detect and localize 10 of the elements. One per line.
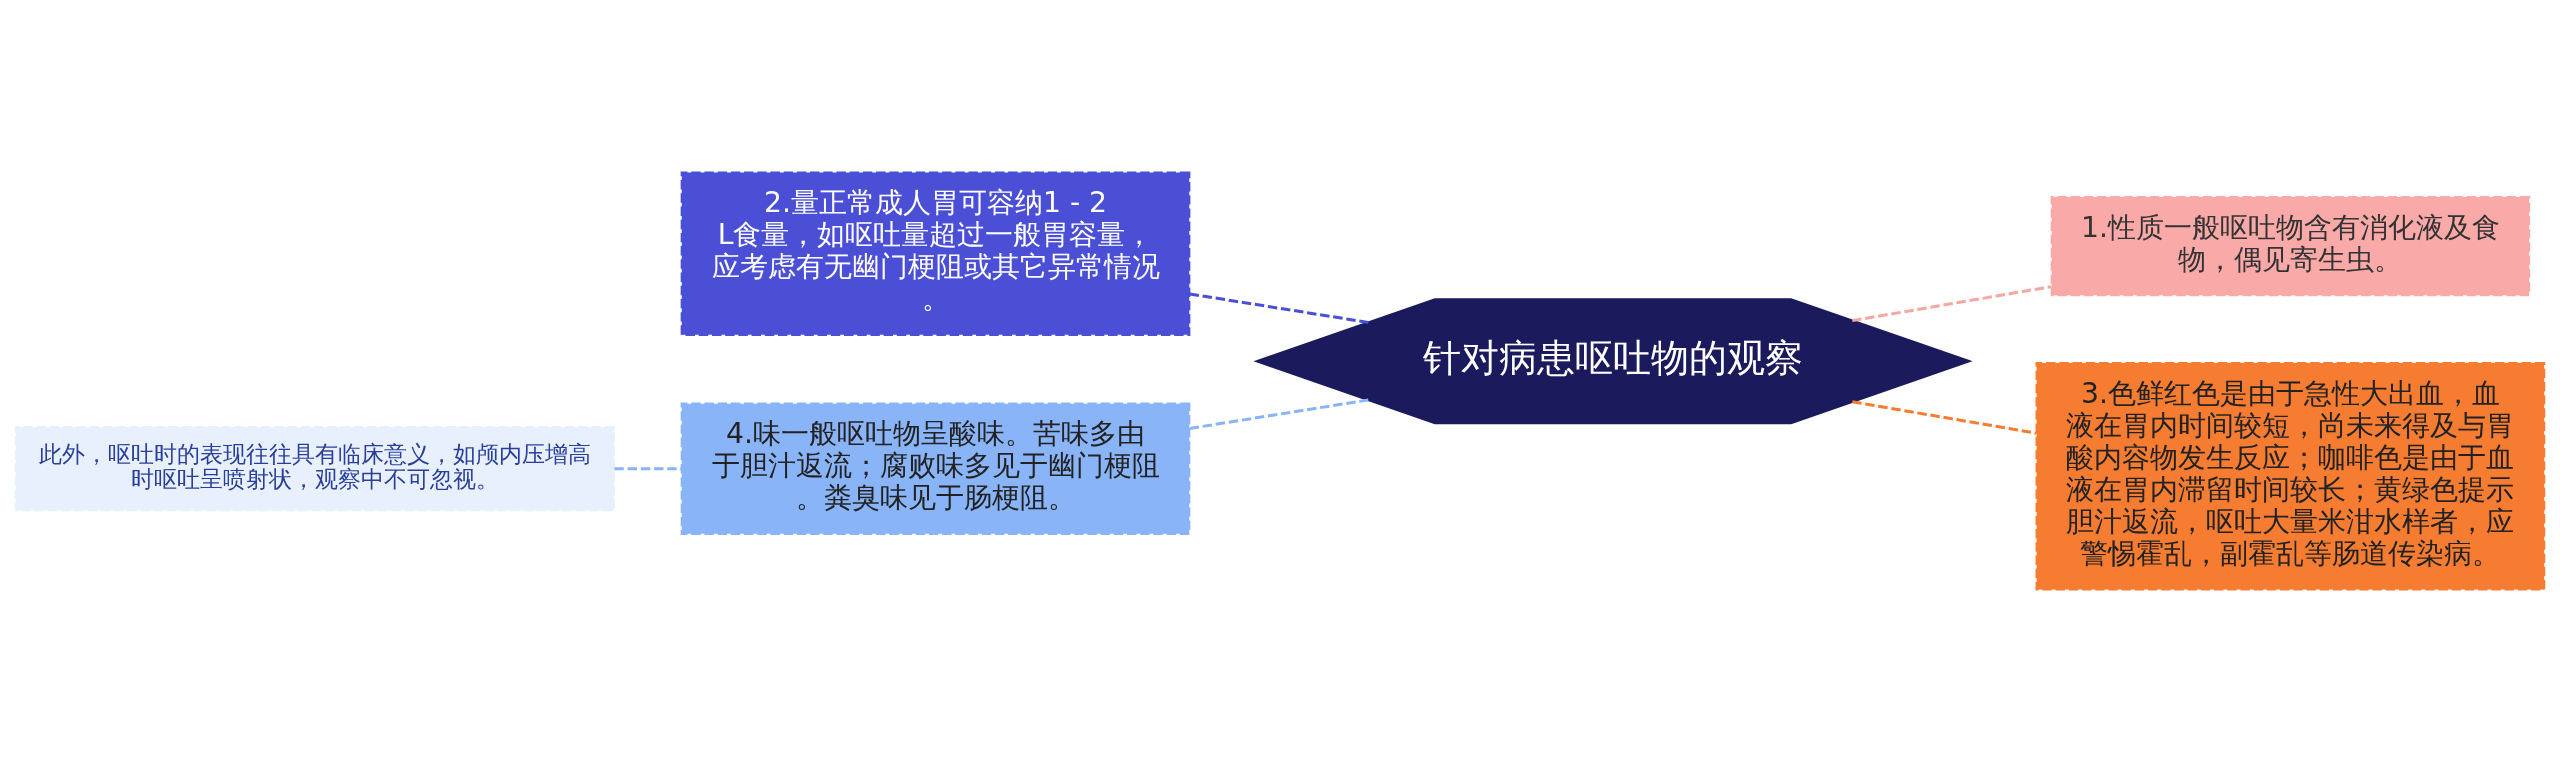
node-box: 2.量正常成人胃可容纳1 - 2L食量，如呕吐量超过一般胃容量，应考虑有无幽门梗阻或其它异常情况。 [680,170,1191,336]
connector [1189,291,1369,324]
connector [1852,399,2037,435]
node-box: 此外，呕吐时的表现往往具有临床意义，如颅内压增高时呕吐呈喷射状，观察中不可忽视。 [14,425,615,511]
connector [1189,397,1369,430]
connector [614,466,682,470]
connector [1852,284,2052,322]
node-box: 4.味一般呕吐物呈酸味。苦味多由于胆汁返流；腐败味多见于幽门梗阻。粪臭味见于肠梗阻。 [680,402,1191,535]
node-box: 3.色鲜红色是由于急性大出血，血液在胃内时间较短，尚未来得及与胃酸内容物发生反应；咖啡色是由于血液在胃内滞留时间较长；黄绿色提示胆汁返流，呕吐大量米泔水样者，应警惕霍乱，副霍乱等肠道传染病。 [2035,361,2546,591]
node-box: 1.性质一般呕吐物含有消化液及食物，偶见寄生虫。 [2050,195,2531,296]
